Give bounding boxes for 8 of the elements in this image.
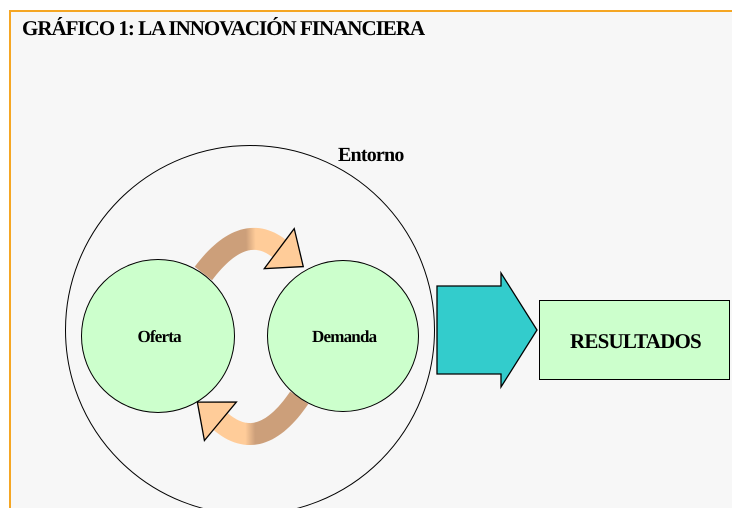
node-label: Demanda [312, 327, 376, 347]
node-label: Oferta [138, 327, 181, 347]
result-box [539, 300, 730, 380]
circle-node [65, 145, 435, 508]
heading: Entorno [338, 144, 404, 166]
node-label: RESULTADOS [570, 328, 701, 354]
title: GRÁFICO 1: LA INNOVACIÓN FINANCIERA [22, 16, 424, 41]
block-arrow [436, 270, 538, 390]
